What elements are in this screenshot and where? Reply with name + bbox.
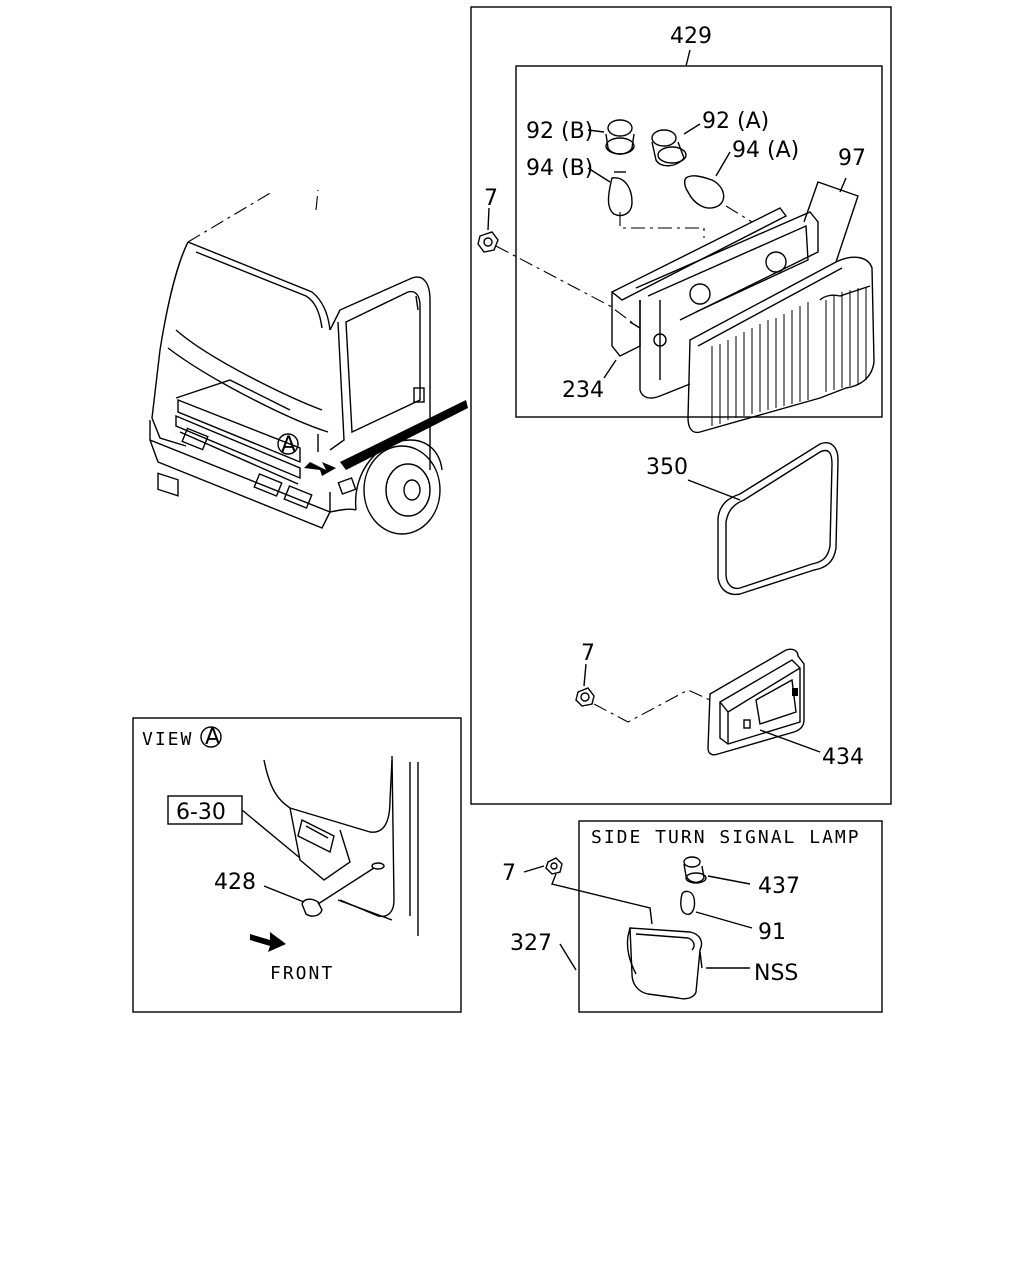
bulb-94a-icon bbox=[683, 175, 725, 209]
label-428: 428 bbox=[214, 870, 256, 895]
view-a-title-letter: A bbox=[205, 725, 220, 750]
label-94b: 94 (B) bbox=[526, 156, 593, 181]
view-a-arrow-icon bbox=[304, 462, 336, 476]
label-nss: NSS bbox=[754, 961, 798, 986]
label-437: 437 bbox=[758, 874, 800, 899]
view-a-frame bbox=[132, 717, 462, 1013]
truck-view-letter: A bbox=[281, 433, 296, 458]
label-350: 350 bbox=[646, 455, 688, 480]
label-92b: 92 (B) bbox=[526, 119, 593, 144]
nut-7-top-icon bbox=[477, 231, 499, 253]
lamp-assembly-frame bbox=[470, 6, 892, 805]
side-turn-frame bbox=[578, 820, 883, 1013]
bulb-94b-icon bbox=[607, 171, 633, 217]
lamp-assembly-inner-frame bbox=[515, 65, 883, 418]
view-a-title: VIEW bbox=[142, 729, 193, 750]
view-a-body-panel-icon bbox=[263, 755, 419, 936]
socket-92a-icon bbox=[651, 129, 687, 167]
lamp-lens-icon bbox=[687, 256, 875, 434]
label-327: 327 bbox=[510, 931, 552, 956]
pad-350-icon bbox=[717, 442, 839, 596]
label-92a: 92 (A) bbox=[702, 109, 769, 134]
side-lamp-327-icon bbox=[626, 927, 703, 1000]
label-7-top: 7 bbox=[484, 186, 498, 211]
view-a-title-circle-icon bbox=[200, 726, 222, 748]
plug-428-icon bbox=[301, 898, 323, 917]
label-7-mid: 7 bbox=[581, 641, 595, 666]
front-arrow-icon bbox=[250, 932, 286, 952]
label-7-side: 7 bbox=[502, 861, 516, 886]
label-94a: 94 (A) bbox=[732, 138, 799, 163]
label-91: 91 bbox=[758, 920, 786, 945]
truck-cab-illustration bbox=[149, 189, 468, 535]
view-a-circle-icon bbox=[277, 433, 299, 455]
nut-7-mid-icon bbox=[575, 687, 595, 707]
lamp-housing-icon bbox=[610, 207, 819, 399]
label-97: 97 bbox=[838, 146, 866, 171]
side-socket-437-icon bbox=[683, 856, 707, 884]
label-234: 234 bbox=[562, 378, 604, 403]
socket-92b-icon bbox=[605, 119, 635, 155]
side-bulb-91-icon bbox=[680, 890, 696, 915]
marker-lamp-434-icon bbox=[707, 648, 805, 756]
label-429: 429 bbox=[670, 24, 712, 49]
side-turn-title: SIDE TURN SIGNAL LAMP bbox=[591, 827, 861, 848]
label-434: 434 bbox=[822, 745, 864, 770]
label-6-30: 6-30 bbox=[176, 800, 226, 825]
front-label: FRONT bbox=[270, 963, 334, 984]
nut-7-side-icon bbox=[545, 857, 563, 875]
